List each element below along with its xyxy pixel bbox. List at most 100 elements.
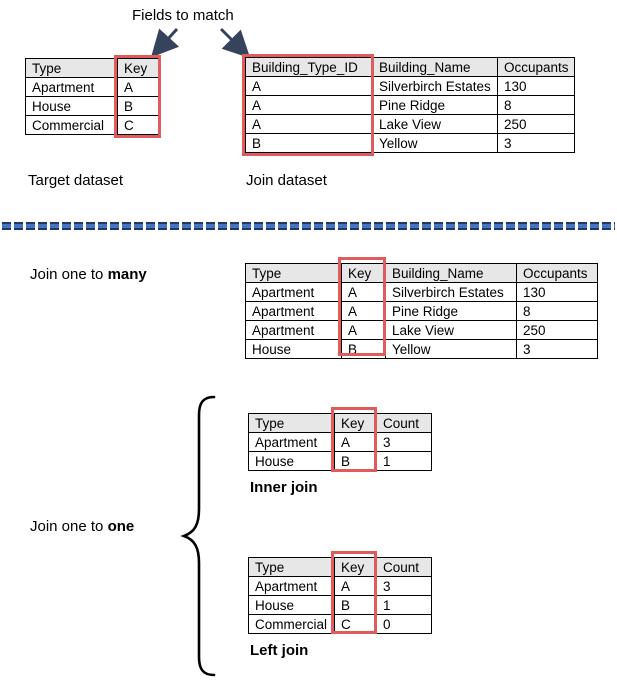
join-dataset-label: Join dataset <box>246 172 327 189</box>
table-cell: Apartment <box>248 576 335 596</box>
down-left-arrow-icon <box>150 27 180 58</box>
table-cell: 250 <box>516 320 598 340</box>
table-cell: House <box>248 595 335 615</box>
table-cell: B <box>117 96 160 116</box>
column-header: Key <box>341 263 386 283</box>
table-cell: 8 <box>497 95 575 115</box>
table-cell: 3 <box>497 133 575 153</box>
table-cell: A <box>341 320 386 340</box>
table-cell: A <box>245 95 373 115</box>
column-header: Building_Name <box>372 57 498 77</box>
table-cell: A <box>334 576 377 596</box>
table-cell: B <box>334 451 377 471</box>
table-cell: Apartment <box>245 320 342 340</box>
table-cell: C <box>117 115 160 135</box>
table-cell: C <box>334 614 377 634</box>
table-cell: 130 <box>516 282 598 302</box>
join-one-to-many-emphasis: many <box>107 266 147 283</box>
join-one-to-one-prefix: Join one to <box>30 518 108 535</box>
column-header: Count <box>376 557 432 577</box>
join-one-to-one-label: Join one to one <box>30 518 134 535</box>
column-header: Occupants <box>497 57 575 77</box>
table-cell: 0 <box>376 614 432 634</box>
column-header: Type <box>245 263 342 283</box>
inner-join-label: Inner join <box>250 479 318 496</box>
table-cell: Apartment <box>245 301 342 321</box>
table-cell: Lake View <box>385 320 517 340</box>
table-cell: B <box>334 595 377 615</box>
column-header: Count <box>376 413 432 433</box>
table-cell: A <box>245 76 373 96</box>
table-cell: Yellow <box>372 133 498 153</box>
table-cell: House <box>25 96 118 116</box>
column-header: Key <box>334 557 377 577</box>
table-cell: House <box>245 339 342 359</box>
join-one-to-many-label: Join one to many <box>30 266 147 283</box>
table-cell: 1 <box>376 451 432 471</box>
down-right-arrow-icon <box>219 27 251 59</box>
table-cell: Apartment <box>25 77 118 97</box>
table-cell: B <box>341 339 386 359</box>
column-header: Key <box>117 58 160 78</box>
section-divider <box>2 222 615 230</box>
join-one-to-many-prefix: Join one to <box>30 266 108 283</box>
column-header: Type <box>25 58 118 78</box>
table-cell: Silverbirch Estates <box>385 282 517 302</box>
left-curly-brace-icon <box>180 395 216 677</box>
table-cell: Apartment <box>245 282 342 302</box>
table-cell: 3 <box>376 432 432 452</box>
table-cell: Silverbirch Estates <box>372 76 498 96</box>
table-cell: 3 <box>516 339 598 359</box>
table-cell: 3 <box>376 576 432 596</box>
target-dataset-label: Target dataset <box>28 172 124 189</box>
column-header: Type <box>248 557 335 577</box>
table-cell: Commercial <box>25 115 118 135</box>
table-cell: Lake View <box>372 114 498 134</box>
fields-to-match-arrows <box>150 27 251 59</box>
table-cell: Pine Ridge <box>385 301 517 321</box>
column-header: Key <box>334 413 377 433</box>
table-cell: A <box>245 114 373 134</box>
table-cell: Yellow <box>385 339 517 359</box>
table-cell: 1 <box>376 595 432 615</box>
column-header: Building_Type_ID <box>245 57 373 77</box>
table-cell: B <box>245 133 373 153</box>
table-cell: A <box>117 77 160 97</box>
table-cell: A <box>341 282 386 302</box>
table-cell: House <box>248 451 335 471</box>
column-header: Building_Name <box>385 263 517 283</box>
column-header: Type <box>248 413 335 433</box>
table-cell: Commercial <box>248 614 335 634</box>
left-join-label: Left join <box>250 642 309 659</box>
table-cell: 8 <box>516 301 598 321</box>
join-one-to-one-emphasis: one <box>107 518 135 535</box>
